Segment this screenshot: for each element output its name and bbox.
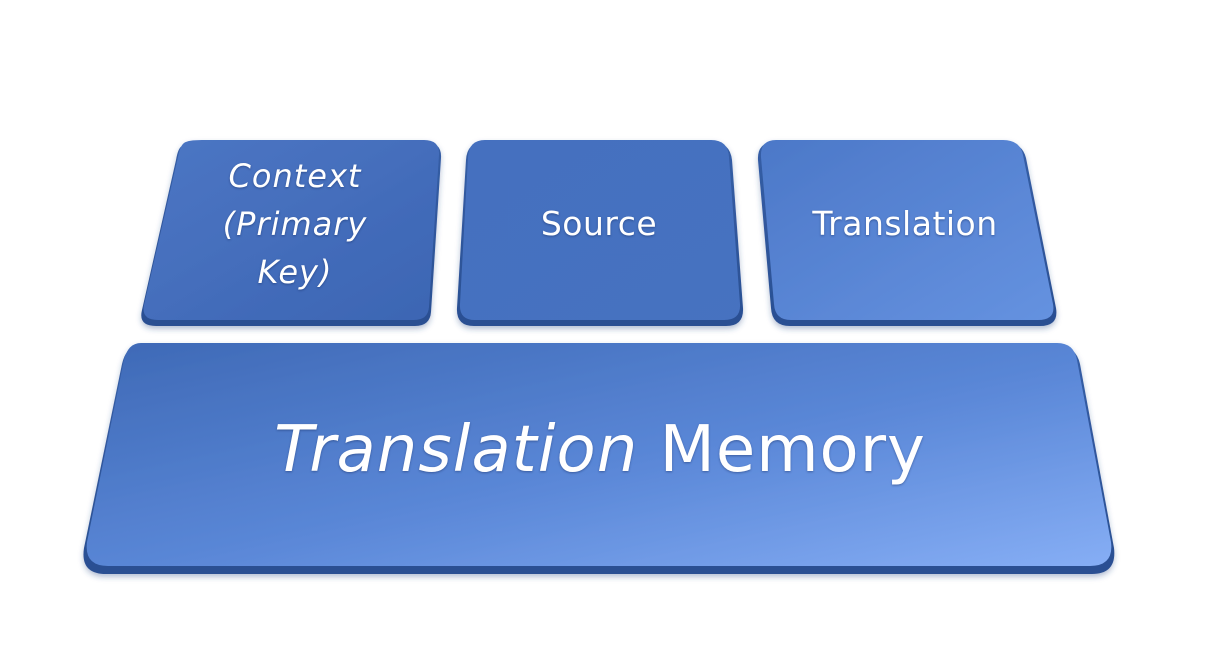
source-box-label: Source — [540, 204, 658, 243]
context-box-face — [143, 140, 440, 320]
memory-box-label: Translation Memory — [150, 405, 1050, 495]
context-box-label: Context (Primary Key) — [175, 152, 415, 296]
translation-box — [757, 140, 1057, 326]
translation-box-face — [760, 140, 1054, 320]
source-box-face — [459, 140, 741, 320]
context-label-line-1: Context — [228, 157, 362, 195]
translation-box-label: Translation — [812, 204, 998, 243]
source-box — [456, 140, 744, 326]
context-box — [141, 140, 442, 326]
context-label-line-3: Key) — [257, 253, 333, 291]
memory-label-part-1: Translation — [274, 413, 639, 487]
memory-box — [83, 343, 1115, 574]
memory-label-part-2: Memory — [638, 413, 926, 487]
context-label-line-2: (Primary — [222, 205, 368, 243]
memory-box-face — [86, 343, 1112, 566]
